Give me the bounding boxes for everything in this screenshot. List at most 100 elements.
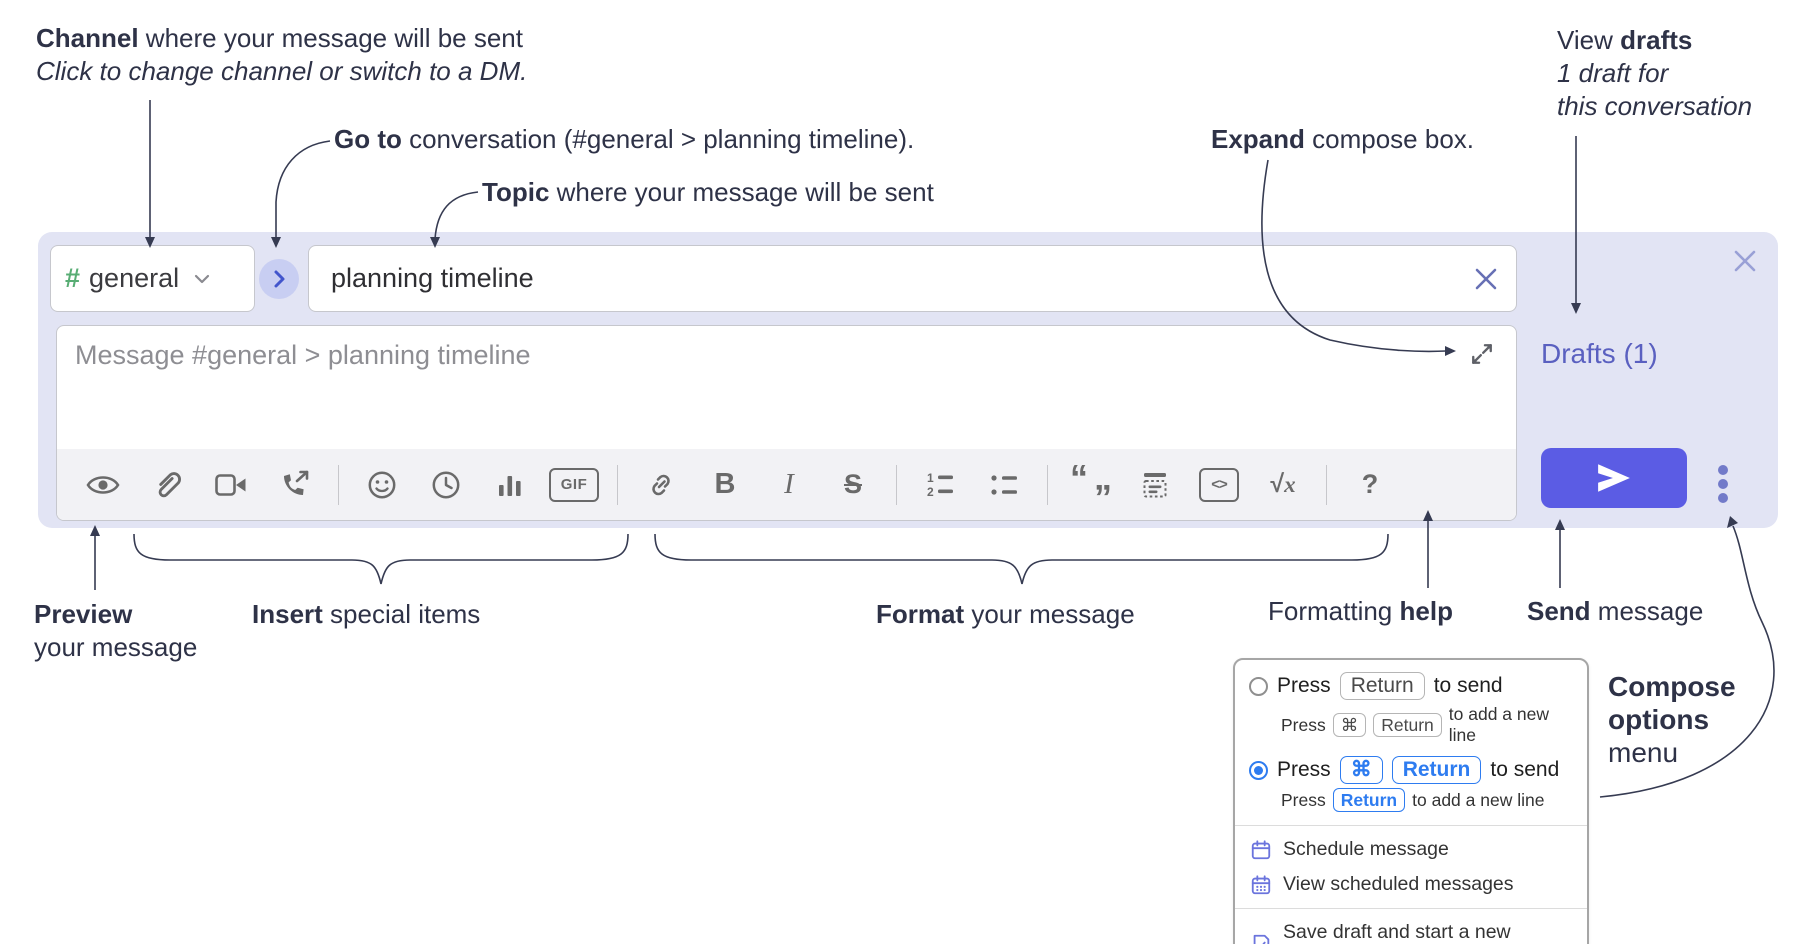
math-button[interactable]: √x (1251, 459, 1315, 511)
cmd-key: ⌘ (1332, 713, 1367, 737)
global-time-button[interactable] (414, 459, 478, 511)
message-input[interactable] (73, 338, 1427, 442)
go-to-conversation-button[interactable] (259, 259, 299, 299)
toolbar-divider (1047, 464, 1048, 505)
numbered-list-icon: 1 2 (927, 471, 953, 499)
voice-call-button[interactable] (263, 459, 327, 511)
emoji-button[interactable] (350, 459, 414, 511)
message-area: GIF B I (56, 325, 1517, 521)
return-key: Return (1391, 756, 1482, 784)
toolbar-divider (338, 464, 339, 505)
quote-button[interactable]: “ ” (1059, 456, 1123, 518)
code-button[interactable]: <> (1187, 459, 1251, 511)
send-option-cmd-return[interactable]: Press ⌘ Return to send (1235, 753, 1587, 787)
paperclip-icon (158, 471, 181, 497)
expand-annotation: Expand compose box. (1211, 124, 1475, 154)
return-key: Return (1373, 713, 1442, 737)
svg-text:1: 1 (927, 471, 934, 485)
compose-toolbar: GIF B I (57, 449, 1516, 520)
menu-divider (1235, 908, 1587, 909)
preview-button[interactable] (71, 459, 135, 511)
return-key: Return (1332, 788, 1406, 812)
video-call-button[interactable] (199, 459, 263, 511)
save-draft-new-message-item[interactable]: Save draft and start a new message (1235, 915, 1587, 944)
send-icon (1598, 464, 1630, 492)
preview-annotation: Preview your message (34, 599, 198, 662)
format-annotation: Format your message (876, 599, 1135, 629)
expand-compose-button[interactable] (1468, 340, 1498, 370)
bold-button[interactable]: B (693, 459, 757, 511)
channel-hash-icon: # (65, 263, 81, 293)
send-button[interactable] (1541, 448, 1687, 508)
bulleted-list-button[interactable] (972, 459, 1036, 511)
radio-selected-icon[interactable] (1249, 760, 1268, 780)
bar-chart-icon (499, 475, 521, 496)
italic-button[interactable]: I (757, 459, 821, 511)
compose-options-annotation: Compose options menu (1608, 671, 1736, 768)
toolbar-divider (896, 464, 897, 505)
italic-icon: I (784, 468, 794, 500)
phone-call-icon (284, 470, 309, 495)
kebab-dot (1718, 479, 1728, 489)
gif-icon: GIF (549, 467, 599, 502)
view-scheduled-messages-item[interactable]: View scheduled messages (1235, 867, 1587, 902)
topic-input[interactable] (309, 246, 1516, 311)
chevron-down-icon (195, 274, 210, 283)
chevron-right-icon (274, 270, 285, 288)
view-drafts-annotation: View drafts 1 draft for this conversatio… (1557, 25, 1753, 121)
bulleted-list-icon (991, 474, 1017, 495)
formatting-help-annotation: Formatting help (1268, 596, 1453, 626)
spoiler-button[interactable] (1123, 459, 1187, 511)
bold-icon: B (714, 468, 736, 500)
attach-file-button[interactable] (135, 459, 199, 511)
svg-text:2: 2 (927, 485, 934, 499)
save-draft-icon (1253, 934, 1270, 944)
strikethrough-icon: S (843, 469, 862, 499)
return-key: Return (1339, 672, 1425, 700)
toolbar-divider (617, 464, 618, 505)
smiley-icon (368, 471, 396, 498)
close-icon (1734, 250, 1756, 272)
menu-divider (1235, 825, 1587, 826)
schedule-message-item[interactable]: Schedule message (1235, 832, 1587, 867)
radio-unselected-icon[interactable] (1249, 676, 1268, 696)
send-option-return-sub: Press ⌘ Return to add a new line (1281, 704, 1549, 745)
send-option-return[interactable]: Press Return to send (1235, 669, 1587, 703)
eye-icon (86, 475, 120, 494)
quote-icon: “ ” (1070, 456, 1112, 518)
close-compose-button[interactable] (1728, 244, 1762, 278)
channel-annotation-sub: Click to change channel or switch to a D… (36, 56, 528, 86)
formatting-help-button[interactable]: ? (1338, 459, 1402, 511)
expand-icon (1472, 344, 1492, 364)
drafts-link[interactable]: Drafts (1) (1541, 338, 1658, 369)
link-button[interactable] (629, 459, 693, 511)
cmd-key: ⌘ (1339, 756, 1383, 784)
clock-icon (432, 471, 460, 498)
question-mark-icon: ? (1361, 469, 1379, 499)
poll-button[interactable] (478, 459, 542, 511)
channel-selector[interactable]: # general (50, 245, 255, 312)
insert-annotation: Insert special items (252, 599, 481, 629)
send-annotation: Send message (1527, 596, 1704, 626)
topic-annotation: Topic where your message will be sent (482, 177, 934, 207)
kebab-dot (1718, 465, 1728, 475)
channel-annotation: Channel where your message will be sent … (36, 23, 528, 86)
calendar-days-icon (1251, 874, 1271, 894)
toolbar-divider (1326, 464, 1327, 505)
clear-topic-button[interactable] (1470, 263, 1502, 295)
topic-input-wrap (308, 245, 1517, 312)
video-camera-icon (215, 473, 246, 496)
gif-button[interactable]: GIF (542, 459, 606, 511)
link-icon (652, 474, 670, 495)
send-option-cmd-return-sub: Press Return to add a new line (1281, 788, 1545, 812)
numbered-list-button[interactable]: 1 2 (908, 459, 972, 511)
compose-options-menu-button[interactable] (1705, 456, 1741, 512)
go-to-annotation: Go to conversation (#general > planning … (334, 124, 915, 154)
channel-annotation-bold: Channel (36, 23, 139, 53)
calendar-icon (1251, 839, 1271, 859)
kebab-dot (1718, 493, 1728, 503)
strikethrough-button[interactable]: S (821, 459, 885, 511)
spoiler-icon (1143, 472, 1167, 497)
compose-box: # general (38, 232, 1778, 528)
